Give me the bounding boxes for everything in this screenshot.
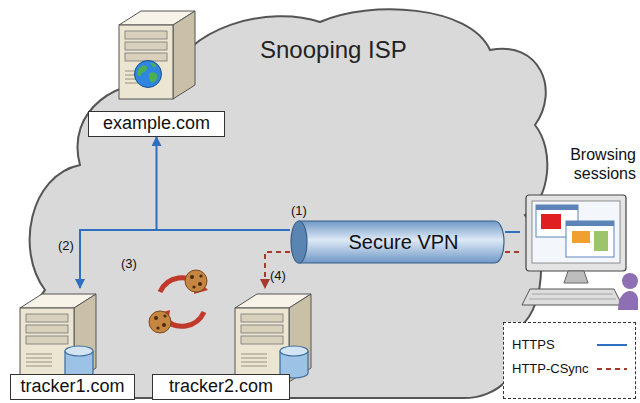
server-icon <box>111 5 201 100</box>
callout-number: (1) <box>291 203 307 219</box>
server-label: example.com <box>88 111 225 137</box>
callout-number: (3) <box>121 256 137 272</box>
callout-number: (2) <box>58 238 74 254</box>
server-icon <box>227 288 317 383</box>
computer-icon <box>520 193 638 310</box>
https-connector <box>505 231 520 233</box>
server-box: tracker2.com <box>152 288 320 400</box>
legend-box: HTTPS HTTP-CSync <box>503 322 636 399</box>
server-label: tracker1.com <box>10 374 135 400</box>
legend-text: HTTPS <box>512 337 555 353</box>
legend-text: HTTP-CSync <box>512 361 589 377</box>
callout-anchor: (3) <box>121 256 137 272</box>
callout-anchor: (2) <box>58 238 74 254</box>
vpn-tunnel: Secure VPN <box>290 220 505 264</box>
csync-connector <box>265 252 290 288</box>
server-box: example.com <box>88 5 225 137</box>
legend-row: HTTP-CSync <box>512 357 629 381</box>
legend-sample <box>595 340 629 350</box>
user-computer: Browsing sessions <box>520 145 638 310</box>
cloud-title: Snooping ISP <box>260 36 407 65</box>
callout-anchor: (4) <box>270 268 286 284</box>
tunnel-label: Secure VPN <box>348 230 458 254</box>
callout-anchor: (1) <box>291 203 307 219</box>
server-icon <box>12 288 102 383</box>
server-label: tracker2.com <box>152 374 290 400</box>
legend-sample <box>595 364 629 374</box>
server-box: tracker1.com <box>10 288 135 400</box>
legend-row: HTTPS <box>512 333 629 357</box>
computer-label: Browsing sessions <box>520 145 638 183</box>
callout-number: (4) <box>270 268 286 284</box>
https-connector <box>157 137 291 230</box>
csync-connector <box>505 251 520 253</box>
